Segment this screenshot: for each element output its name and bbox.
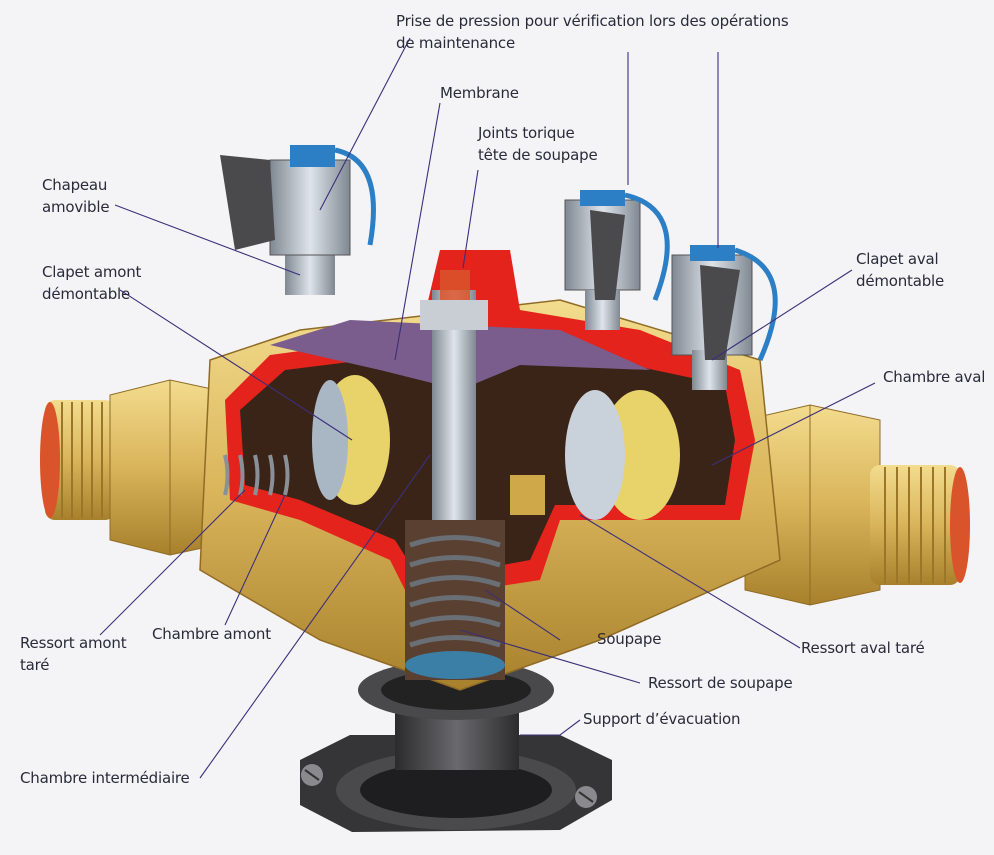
label-ressort-soupape: Ressort de soupape	[648, 674, 793, 692]
outlet-union	[744, 404, 970, 606]
label-support-evacuation: Support d’évacuation	[583, 710, 741, 728]
label-clapet-aval: Clapet aval démontable	[856, 250, 945, 290]
label-ressort-aval: Ressort aval taré	[801, 639, 925, 657]
label-chambre-aval: Chambre aval	[883, 368, 986, 386]
valve-body	[199, 250, 781, 691]
label-prise-pression: Prise de pression pour vérification lors…	[396, 12, 789, 52]
label-clapet-amont: Clapet amont démontable	[42, 263, 142, 303]
label-membrane: Membrane	[440, 84, 519, 102]
label-joints-toriques: Joints torique tête de soupape	[478, 124, 598, 164]
label-chapeau-amovible: Chapeau amovible	[42, 176, 110, 216]
test-cock-right	[564, 190, 778, 390]
label-chambre-intermediaire: Chambre intermédiaire	[20, 769, 190, 787]
label-soupape: Soupape	[597, 630, 662, 648]
test-cock-left	[220, 145, 376, 295]
label-ressort-amont: Ressort amont taré	[20, 634, 127, 674]
leader-lines	[99, 37, 876, 779]
label-chambre-amont: Chambre amont	[152, 625, 271, 643]
